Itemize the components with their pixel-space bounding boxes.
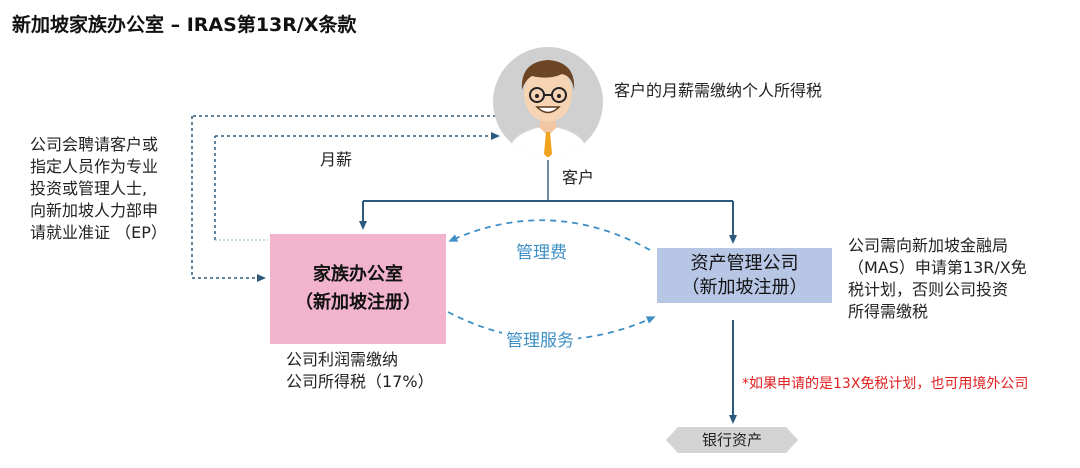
employment-note-line: 公司会聘请客户或	[30, 135, 159, 154]
family-office-box: 家族办公室 （新加坡注册）	[270, 234, 446, 344]
management-fee-label: 管理费	[512, 238, 571, 263]
client-label: 客户	[562, 168, 595, 187]
family-office-registration: （新加坡注册）	[295, 292, 421, 313]
management-service-arc	[447, 311, 656, 341]
asset-note-line: 所得需缴税	[848, 302, 929, 321]
bank-assets-tag: 银行资产	[666, 427, 798, 453]
page-title: 新加坡家族办公室 – IRAS第13R/X条款	[12, 14, 357, 36]
asset-management-note: 公司需向新加坡金融局 （MAS）申请第13R/X免 税计划，否则公司投资 所得需…	[848, 235, 1027, 323]
family-office-tax-note: 公司利润需缴纳 公司所得税（17%）	[286, 349, 434, 393]
footnote: *如果申请的是13X免税计划，也可用境外公司	[742, 376, 1029, 392]
asset-management-registration: （新加坡注册）	[681, 276, 808, 298]
asset-note-line: 公司需向新加坡金融局	[848, 236, 1009, 255]
management-fee-arc	[448, 219, 651, 251]
businessman-avatar-icon	[493, 47, 603, 157]
salary-dashed-arrow	[214, 132, 500, 241]
client-split-connector	[359, 160, 737, 244]
family-office-tax-line: 公司利润需缴纳	[286, 350, 399, 369]
family-office-title: 家族办公室	[313, 264, 403, 285]
asset-note-line: （MAS）申请第13R/X免	[848, 258, 1027, 277]
asset-note-line: 税计划，否则公司投资	[848, 280, 1009, 299]
employment-dashed-arrow	[191, 115, 496, 282]
employment-note-line: 请就业准证 （EP）	[30, 223, 167, 242]
management-service-label: 管理服务	[502, 326, 578, 351]
employment-note-line: 投资或管理人士,	[30, 179, 148, 198]
asset-management-title: 资产管理公司	[690, 252, 799, 274]
salary-label: 月薪	[320, 150, 353, 169]
family-office-tax-line: 公司所得税（17%）	[286, 372, 434, 391]
bank-assets-tag-shape	[666, 427, 798, 453]
client-tax-note: 客户的月薪需缴纳个人所得税	[614, 81, 823, 100]
bank-assets-label: 银行资产	[701, 431, 762, 449]
asset-management-box: 资产管理公司 （新加坡注册）	[657, 248, 832, 303]
employment-note-line: 向新加坡人力部申	[30, 201, 159, 220]
employment-note: 公司会聘请客户或 指定人员作为专业 投资或管理人士, 向新加坡人力部申 请就业准…	[30, 134, 167, 244]
employment-note-line: 指定人员作为专业	[30, 157, 159, 176]
